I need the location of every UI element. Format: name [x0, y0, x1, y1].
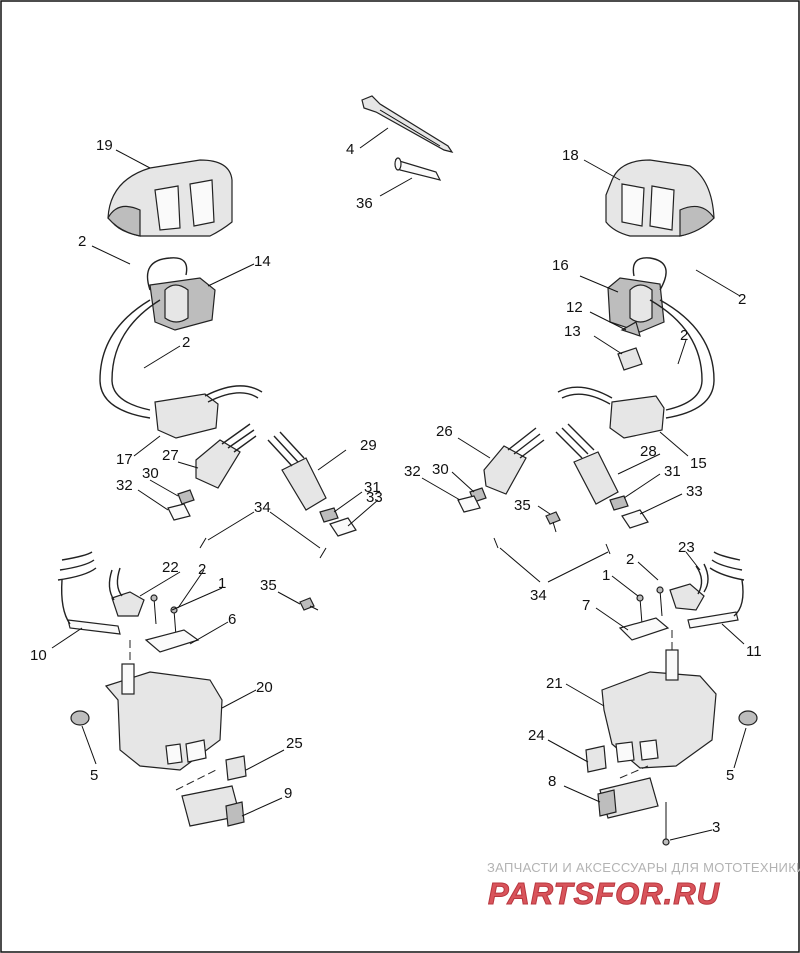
callout-label: 18 — [562, 147, 579, 164]
callout-label: 35 — [514, 497, 531, 514]
callout-labels: 19 2 14 2 17 27 30 32 4 36 29 31 33 34 1… — [30, 137, 762, 836]
right-part-13 — [617, 347, 643, 371]
wire-sleeve — [394, 157, 442, 181]
right-screw-3 — [662, 802, 670, 846]
left-switch-module — [146, 257, 216, 331]
watermark-tagline: ЗАПЧАСТИ И АКСЕССУАРЫ ДЛЯ МОТОТЕХНИКИ — [487, 860, 800, 875]
callout-label: 6 — [228, 611, 236, 628]
callout-label: 30 — [432, 461, 449, 478]
leader-lines — [51, 127, 747, 841]
right-seal-31 — [609, 495, 629, 511]
callout-label: 26 — [436, 423, 453, 440]
right-button-24 — [585, 745, 607, 773]
right-upper-housing-cover — [605, 159, 715, 237]
left-button-25 — [225, 755, 247, 781]
callout-label: 14 — [254, 253, 271, 270]
left-plate-6 — [144, 629, 200, 653]
left-switch-9 — [175, 769, 245, 827]
callout-label: 35 — [260, 577, 277, 594]
right-lower-housing-21 — [601, 630, 717, 769]
watermark: ЗАПЧАСТИ И АКСЕССУАРЫ ДЛЯ МОТОТЕХНИКИ PA… — [487, 860, 800, 912]
left-lower-housing-20 — [104, 640, 223, 771]
right-sensor-23 — [669, 563, 709, 611]
left-wire-harness-10 — [57, 551, 121, 635]
callout-label: 2 — [78, 233, 86, 250]
callout-label: 5 — [726, 767, 734, 784]
left-grommet-5 — [70, 710, 90, 726]
callout-label: 17 — [116, 451, 133, 468]
callout-label: 19 — [96, 137, 113, 154]
left-switch-housing-lower — [154, 385, 263, 439]
callout-label: 34 — [254, 499, 271, 516]
left-upper-housing-cover — [107, 159, 233, 237]
right-grommet-5 — [738, 710, 758, 726]
callout-label: 15 — [690, 455, 707, 472]
right-gasket-33 — [621, 509, 649, 529]
callout-label: 4 — [346, 141, 354, 158]
callout-label: 2 — [680, 327, 688, 344]
callout-label: 22 — [162, 559, 179, 576]
callout-label: 16 — [552, 257, 569, 274]
callout-label: 7 — [582, 597, 590, 614]
left-screw-35 — [299, 597, 319, 611]
callout-label: 23 — [678, 539, 695, 556]
callout-label: 27 — [162, 447, 179, 464]
right-switch-8 — [597, 765, 659, 819]
callout-label: 36 — [356, 195, 373, 212]
callout-label: 24 — [528, 727, 545, 744]
callout-label: 25 — [286, 735, 303, 752]
left-wire-loop — [99, 299, 161, 419]
right-wire-loop — [649, 299, 715, 419]
callout-label: 13 — [564, 323, 581, 340]
callout-label: 10 — [30, 647, 47, 664]
callout-label: 30 — [142, 465, 159, 482]
watermark-logo: PARTSFOR.RU — [488, 876, 721, 911]
callout-label: 2 — [182, 334, 190, 351]
callout-label: 1 — [218, 575, 226, 592]
left-connector-29 — [267, 431, 327, 511]
left-connector-27 — [195, 423, 257, 489]
left-gasket-33 — [329, 517, 357, 537]
right-wire-harness-11 — [687, 551, 745, 629]
left-seal-31 — [319, 507, 339, 523]
left-pins-34 — [199, 537, 327, 559]
right-switch-module — [607, 257, 667, 333]
left-gasket-32 — [167, 503, 191, 521]
callout-label: 9 — [284, 785, 292, 802]
callout-label: 2 — [198, 561, 206, 578]
callout-label: 20 — [256, 679, 273, 696]
callout-label: 28 — [640, 443, 657, 460]
left-sensor-22 — [108, 567, 145, 617]
callout-label: 3 — [712, 819, 720, 836]
right-screws — [636, 586, 664, 625]
callout-label: 33 — [686, 483, 703, 500]
right-connector-26 — [483, 427, 545, 495]
callout-label: 31 — [364, 479, 381, 496]
callout-label: 32 — [404, 463, 421, 480]
right-pins-34 — [493, 537, 611, 555]
callout-label: 5 — [90, 767, 98, 784]
right-switch-housing-lower — [557, 386, 665, 439]
right-connector-28 — [555, 423, 619, 505]
right-screw-35 — [545, 511, 561, 533]
cable-strap — [361, 95, 454, 153]
callout-label: 1 — [602, 567, 610, 584]
right-gasket-32 — [457, 495, 481, 513]
right-part-12 — [620, 321, 641, 337]
callout-label: 21 — [546, 675, 563, 692]
callout-label: 11 — [746, 643, 762, 660]
callout-label: 8 — [548, 773, 556, 790]
callout-label: 29 — [360, 437, 377, 454]
callout-label: 32 — [116, 477, 133, 494]
callout-label: 31 — [664, 463, 681, 480]
callout-label: 34 — [530, 587, 547, 604]
left-seal-30 — [177, 489, 195, 505]
right-plate-7 — [618, 617, 670, 641]
callout-label: 12 — [566, 299, 583, 316]
callout-label: 2 — [738, 291, 746, 308]
callout-label: 2 — [626, 551, 634, 568]
callout-label: 33 — [366, 489, 383, 506]
